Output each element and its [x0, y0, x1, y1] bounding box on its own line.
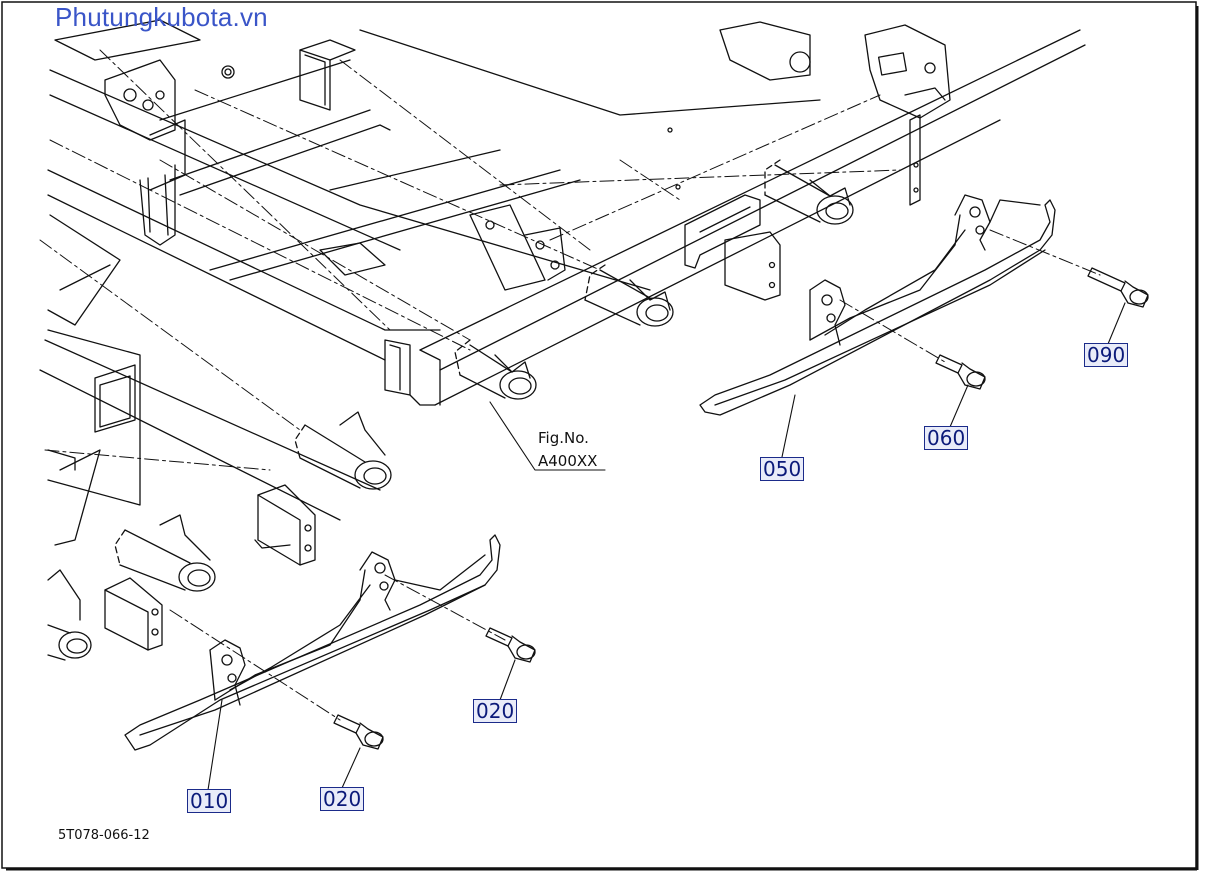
pivot-tube-lower-1	[294, 411, 392, 490]
mount-block-1	[254, 484, 316, 566]
pivot-tube-lower-2	[114, 514, 216, 592]
drawing-code: 5T078-066-12	[58, 828, 150, 843]
upper-left-structure	[47, 19, 386, 326]
main-frame-beam	[39, 29, 1086, 521]
pivot-tube-upper-2	[764, 159, 854, 225]
center-brackets	[469, 194, 781, 301]
watermark: Phutungkubota.vn	[55, 2, 268, 32]
bolt-020-b	[333, 714, 384, 750]
figure-ref-number[interactable]: A400XX	[538, 452, 598, 470]
bolt-020-a	[485, 627, 536, 663]
bolt-060	[935, 354, 986, 390]
pivot-tube-middle	[454, 339, 537, 400]
callout-090[interactable]: 090	[1084, 343, 1129, 367]
upper-right-structure	[667, 21, 951, 206]
left-end-plate	[47, 329, 141, 621]
center-lines	[39, 49, 1101, 721]
callout-060[interactable]: 060	[924, 426, 969, 450]
callout-050[interactable]: 050	[760, 457, 805, 481]
callout-020-a[interactable]: 020	[473, 699, 518, 723]
bolt-090	[1087, 267, 1149, 308]
callout-010[interactable]: 010	[187, 789, 232, 813]
step-050	[699, 194, 1056, 416]
pivot-tube-upper-1	[584, 264, 674, 327]
leader-lines	[207, 302, 1126, 791]
callout-020-b[interactable]: 020	[320, 787, 365, 811]
mount-block-2	[104, 577, 163, 651]
step-010	[124, 534, 501, 751]
figure-ref-label: Fig.No.	[538, 429, 589, 447]
pivot-tube-lower-3	[47, 624, 92, 661]
